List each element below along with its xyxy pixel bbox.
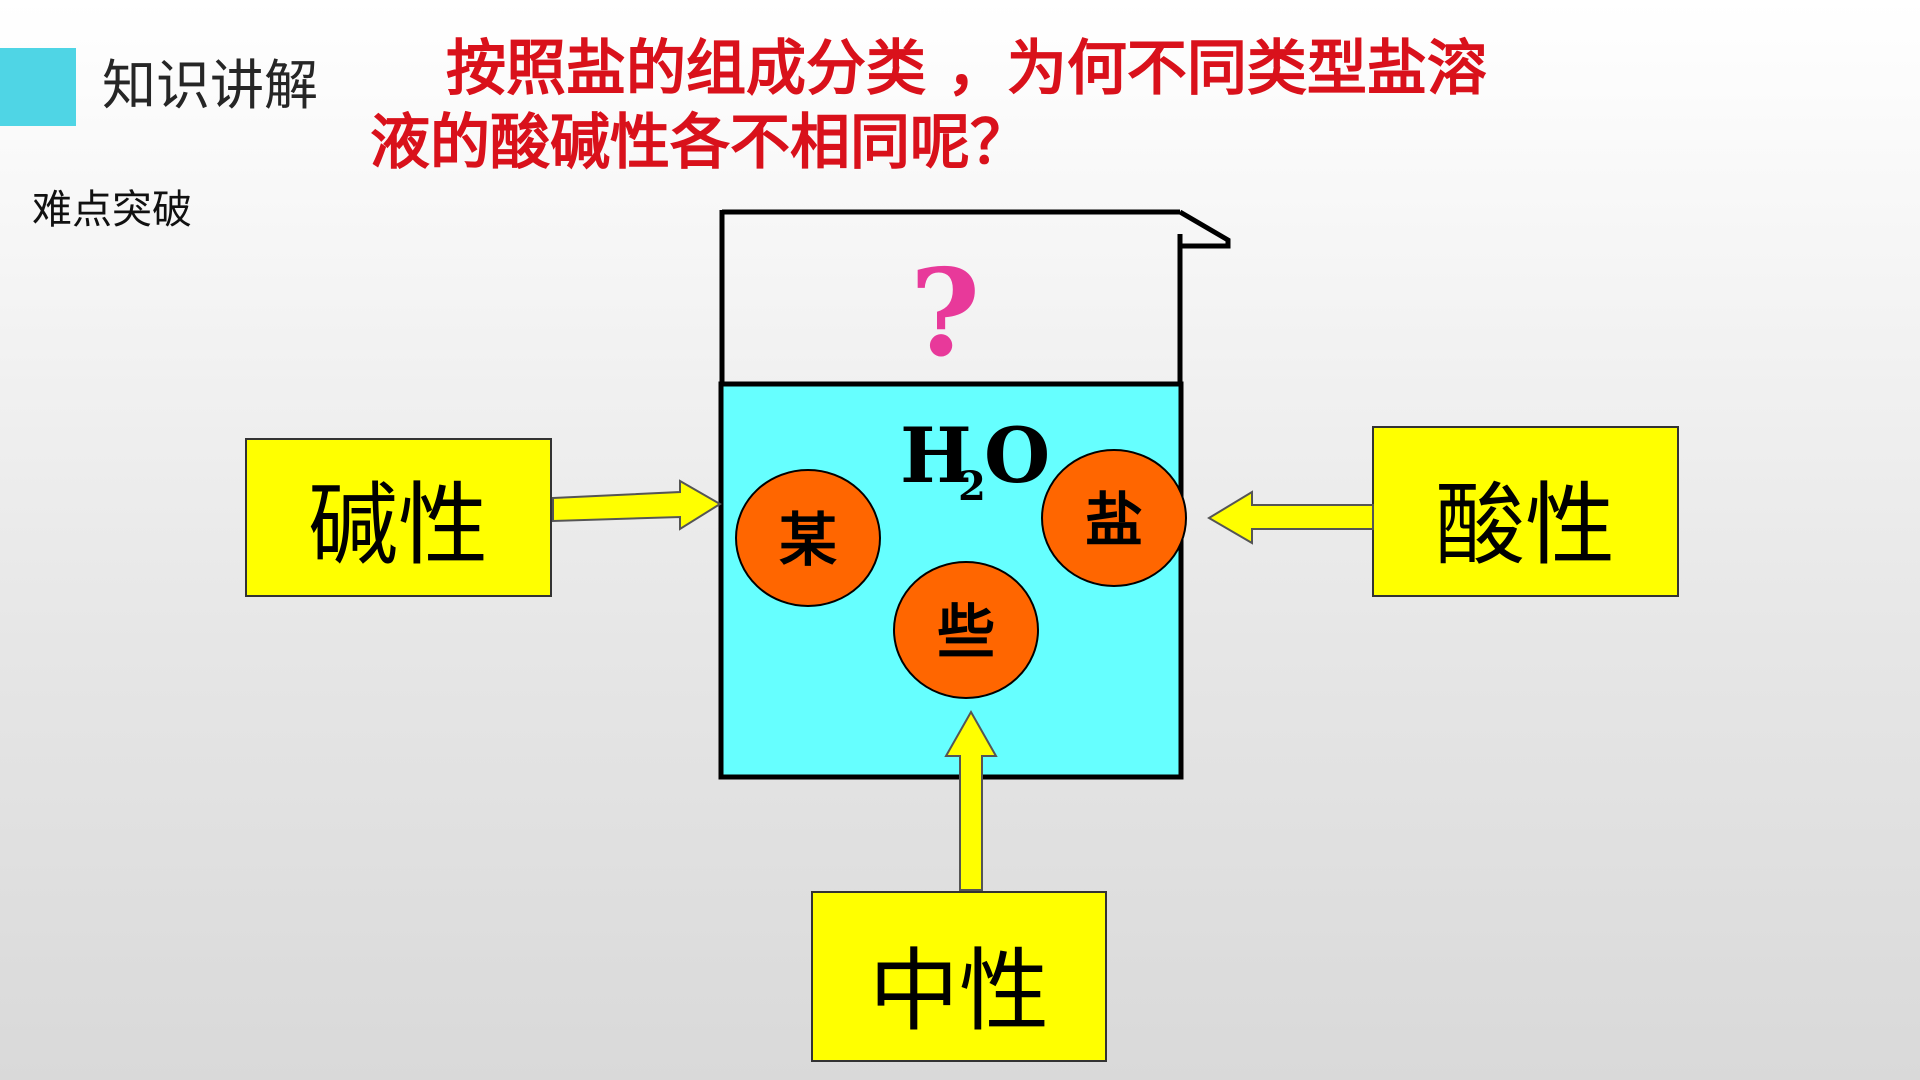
label-neutral: 中性 [811,891,1107,1062]
beaker-outline [719,209,1231,385]
section-subtitle: 难点突破 [32,187,192,233]
salt-circle-2-label: 些 [937,598,995,666]
question-line-2: 液的酸碱性各不相同呢？ [370,108,1030,178]
water-formula: H 2 O [900,411,1050,510]
salt-circle-3: 盐 [1041,449,1187,587]
salt-circle-3-label: 盐 [1085,486,1143,554]
salt-circle-1: 某 [735,469,881,607]
label-basic-text: 碱性 [308,473,488,578]
section-accent-block [0,48,76,126]
arrow-basic-to-solution [552,479,722,531]
question-mark: ? [910,243,980,384]
water-formula-o: O [984,411,1050,500]
question-heading: 按照盐的组成分类 ，为何不同类型盐溶 液的酸碱性各不相同呢？ [370,32,1610,180]
water-formula-h: H [900,411,972,500]
section-title: 知识讲解 [102,54,318,117]
question-line-1: 按照盐的组成分类 ，为何不同类型盐溶 [446,34,1487,104]
label-neutral-text: 中性 [869,939,1049,1044]
water-formula-subscript: 2 [958,463,986,510]
label-acidic: 酸性 [1372,426,1679,597]
label-basic: 碱性 [245,438,552,597]
salt-circle-1-label: 某 [779,506,837,574]
label-acidic-text: 酸性 [1435,473,1615,578]
salt-circle-2: 些 [893,561,1039,699]
arrow-acidic-to-solution [1207,490,1374,545]
arrow-neutral-to-solution [944,709,998,891]
